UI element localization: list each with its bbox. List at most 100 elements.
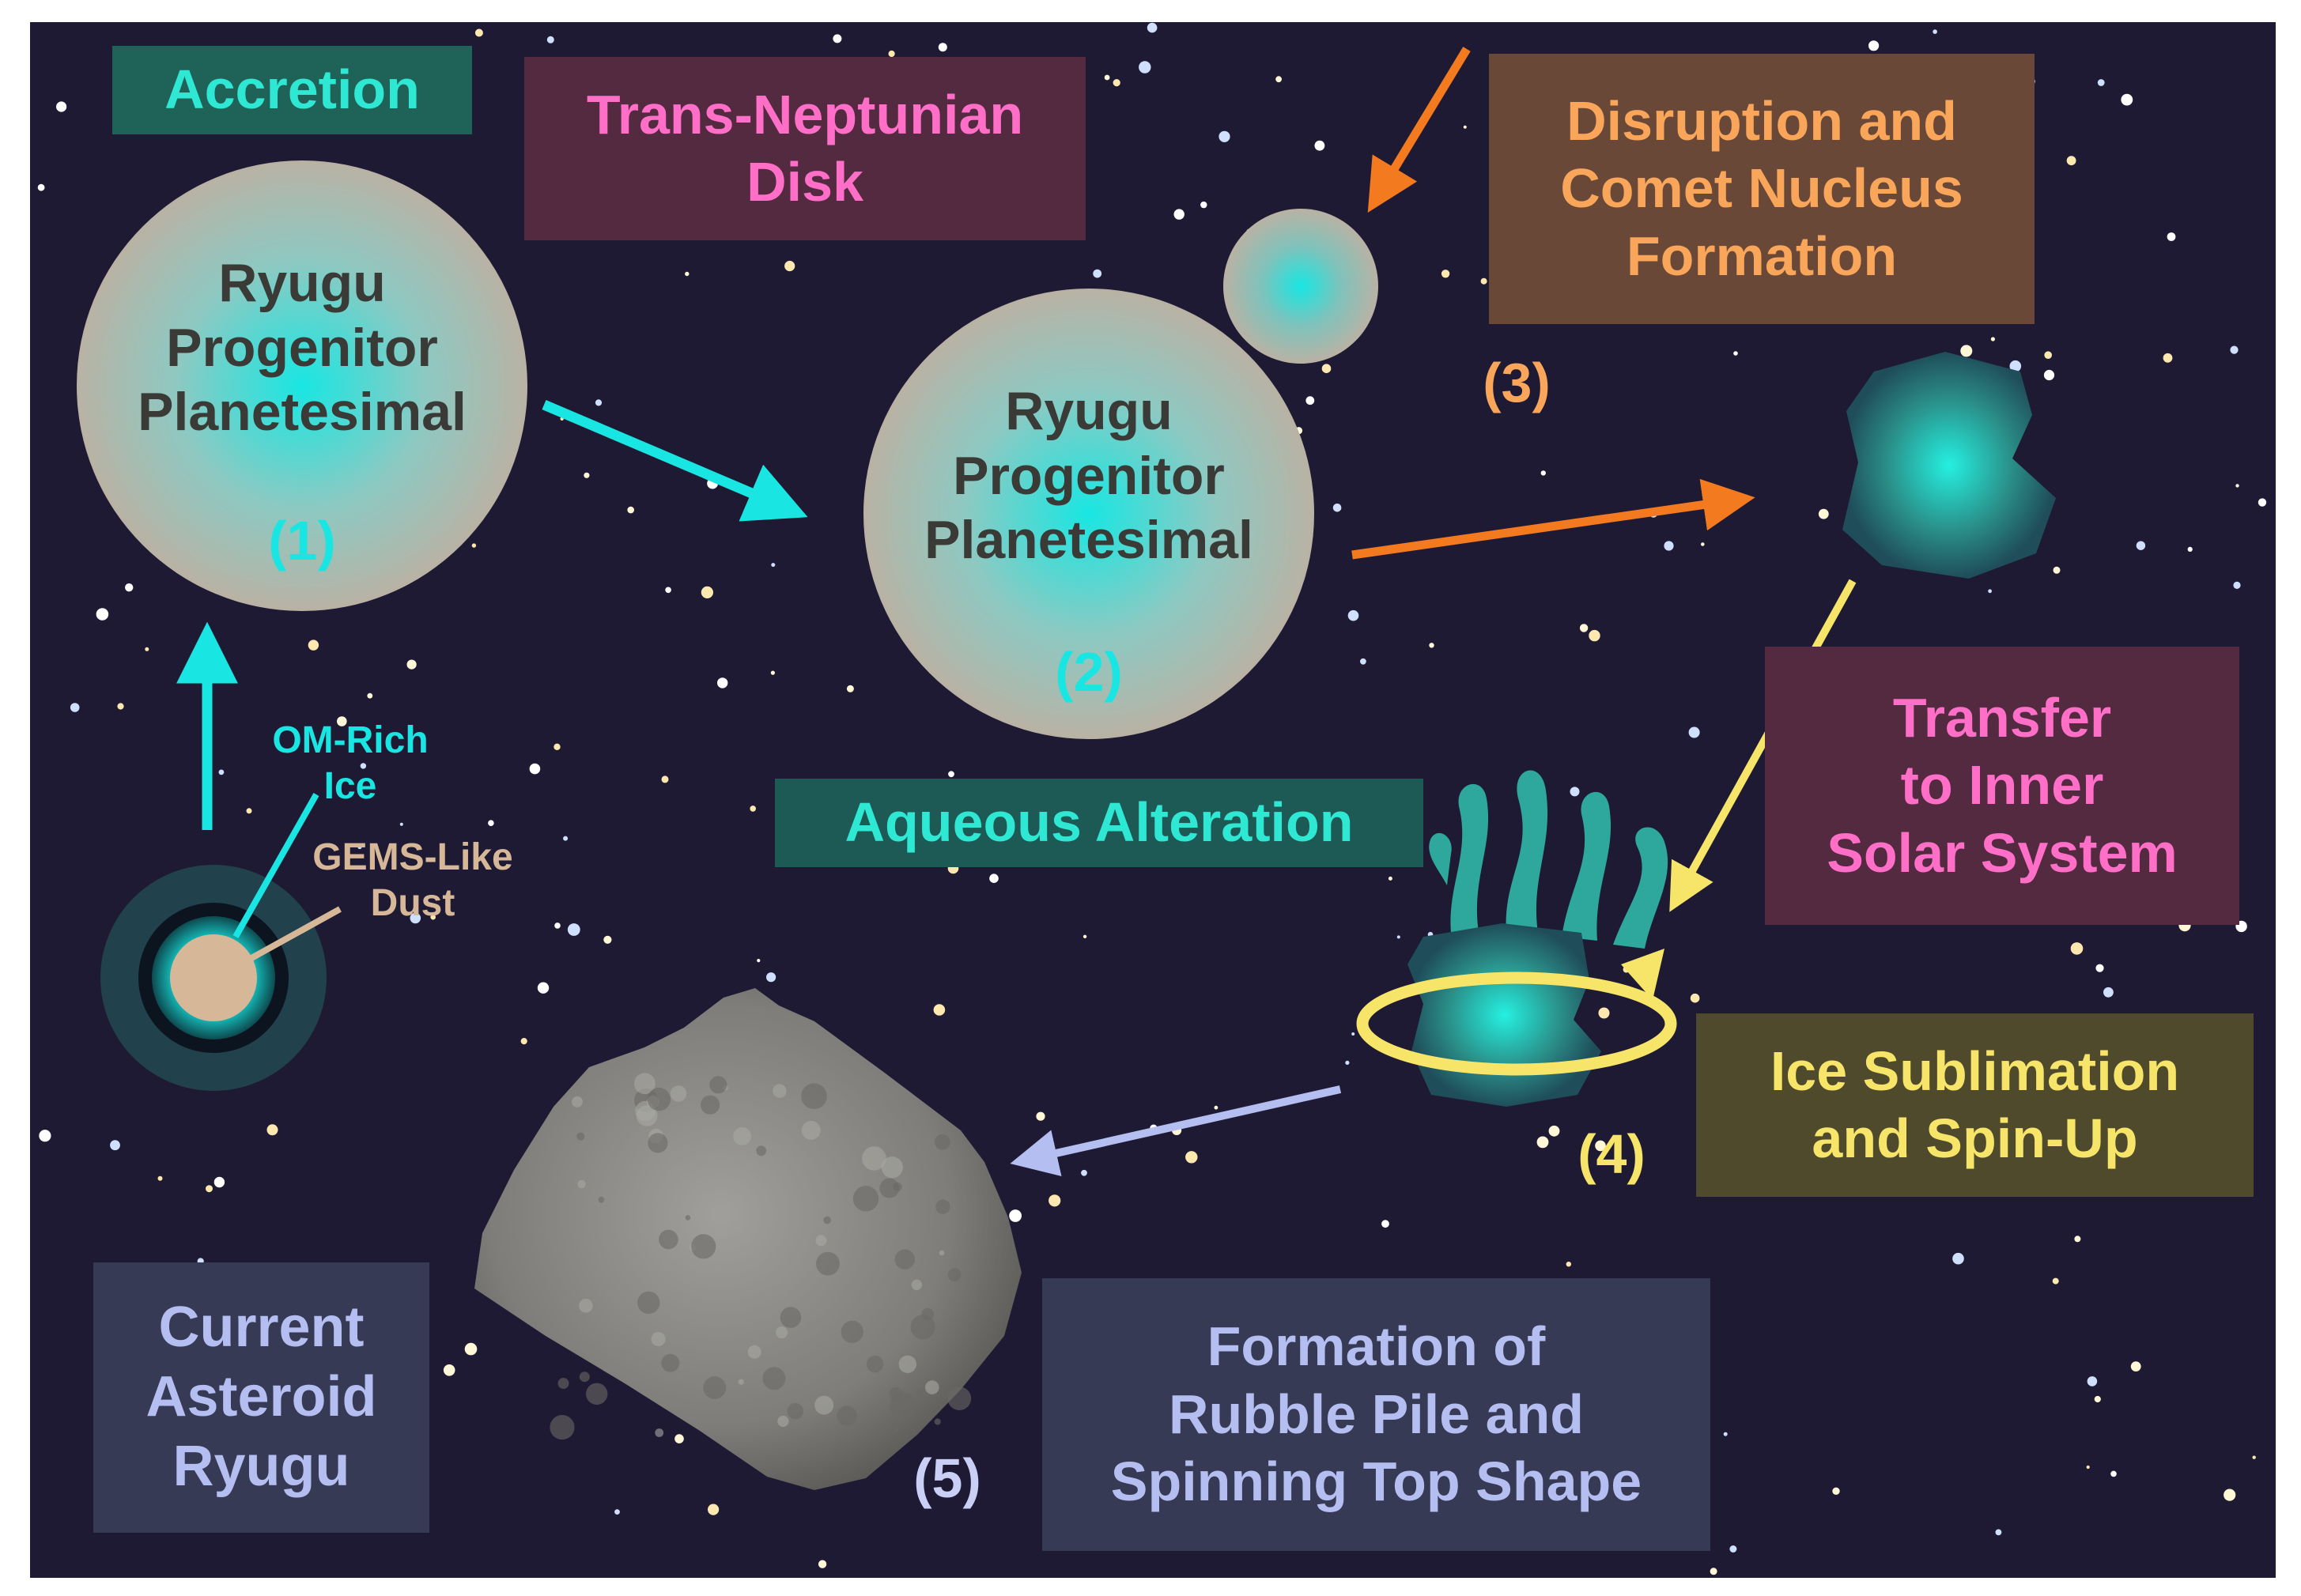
step-4-label: (4) <box>1577 1123 1645 1185</box>
star <box>1990 337 1995 341</box>
star <box>846 685 854 692</box>
star <box>1595 1140 1606 1152</box>
star <box>2235 484 2239 488</box>
boulder <box>934 1134 950 1150</box>
star <box>1321 364 1332 374</box>
star <box>989 873 999 883</box>
star <box>246 808 252 814</box>
star <box>110 1140 120 1151</box>
star <box>665 587 671 594</box>
star <box>537 982 550 994</box>
star <box>614 1509 620 1515</box>
arrow-3-to-4 <box>1669 579 1857 912</box>
star <box>406 659 417 670</box>
boulder <box>823 1216 831 1224</box>
star <box>1200 201 1207 209</box>
star <box>1305 396 1315 406</box>
star <box>2187 546 2193 553</box>
star <box>1480 277 1487 285</box>
star <box>567 923 580 936</box>
star <box>1868 40 1880 51</box>
star <box>1009 1209 1022 1222</box>
planetesimal-1 <box>77 160 527 611</box>
box-ice-sublimation: Ice Sublimation and Spin-Up <box>1696 1013 2254 1197</box>
boulder <box>925 1380 939 1394</box>
boulder <box>939 1250 945 1256</box>
star <box>1960 345 1973 357</box>
star <box>1113 79 1120 87</box>
star <box>2044 351 2052 360</box>
boulder <box>862 1146 886 1171</box>
star <box>56 101 67 112</box>
boulder <box>947 1387 972 1410</box>
boulder <box>756 1145 767 1156</box>
comet-nucleus <box>1223 209 1378 364</box>
star <box>2053 566 2061 574</box>
boulder <box>550 1415 575 1440</box>
star <box>1598 1007 1610 1019</box>
star <box>1710 1568 1717 1575</box>
asteroid-surface-texture <box>550 1073 972 1440</box>
boulder <box>579 1299 593 1313</box>
star <box>337 716 347 726</box>
star <box>1219 130 1230 142</box>
boulder <box>837 1405 857 1426</box>
star <box>1396 935 1400 939</box>
boulder <box>762 1367 786 1390</box>
star <box>471 543 477 548</box>
star <box>1690 993 1700 1003</box>
asteroid-ryugu <box>474 988 1022 1490</box>
star <box>1081 1169 1087 1176</box>
star <box>443 1364 455 1376</box>
star <box>1314 140 1325 151</box>
boulder <box>709 1076 727 1094</box>
star <box>818 1560 827 1568</box>
boulder <box>572 1096 583 1107</box>
star <box>399 822 403 826</box>
star <box>833 34 842 43</box>
boulder <box>685 1215 691 1221</box>
boulder <box>637 1291 660 1315</box>
boulder <box>916 1388 924 1397</box>
boulder <box>647 1087 671 1111</box>
boulder <box>733 1127 751 1145</box>
star <box>1351 1032 1355 1036</box>
star <box>2086 1465 2090 1470</box>
boulder <box>894 1249 916 1270</box>
boulder <box>634 1073 656 1095</box>
star <box>145 647 149 651</box>
boulder <box>648 1133 668 1153</box>
star <box>1818 508 1829 519</box>
star <box>717 677 728 689</box>
star <box>520 1038 527 1045</box>
star <box>213 1176 225 1188</box>
star <box>933 1004 946 1016</box>
boulder <box>576 1132 585 1141</box>
star <box>39 1130 51 1142</box>
boulder <box>815 1235 827 1247</box>
arrow-4-to-5 <box>1010 1085 1342 1177</box>
star <box>1540 470 1547 476</box>
boulder <box>651 1332 666 1346</box>
planetesimal-2 <box>863 289 1314 739</box>
star <box>157 1175 163 1181</box>
star <box>1275 76 1282 83</box>
boulder <box>670 1085 687 1102</box>
boulder <box>898 1355 917 1374</box>
boulder <box>691 1234 716 1259</box>
star <box>2095 964 2104 972</box>
boulder <box>852 1186 879 1212</box>
star <box>70 703 80 712</box>
star <box>685 271 690 277</box>
star <box>2136 541 2146 550</box>
star <box>117 703 124 710</box>
boulder <box>773 1084 787 1098</box>
boulder <box>889 1392 916 1420</box>
star <box>1104 74 1110 81</box>
star <box>948 771 954 778</box>
star <box>1664 541 1674 551</box>
star <box>1082 934 1087 939</box>
boulder <box>866 1355 884 1373</box>
boulder <box>910 1315 935 1340</box>
dust-grain-icon <box>100 793 342 1091</box>
